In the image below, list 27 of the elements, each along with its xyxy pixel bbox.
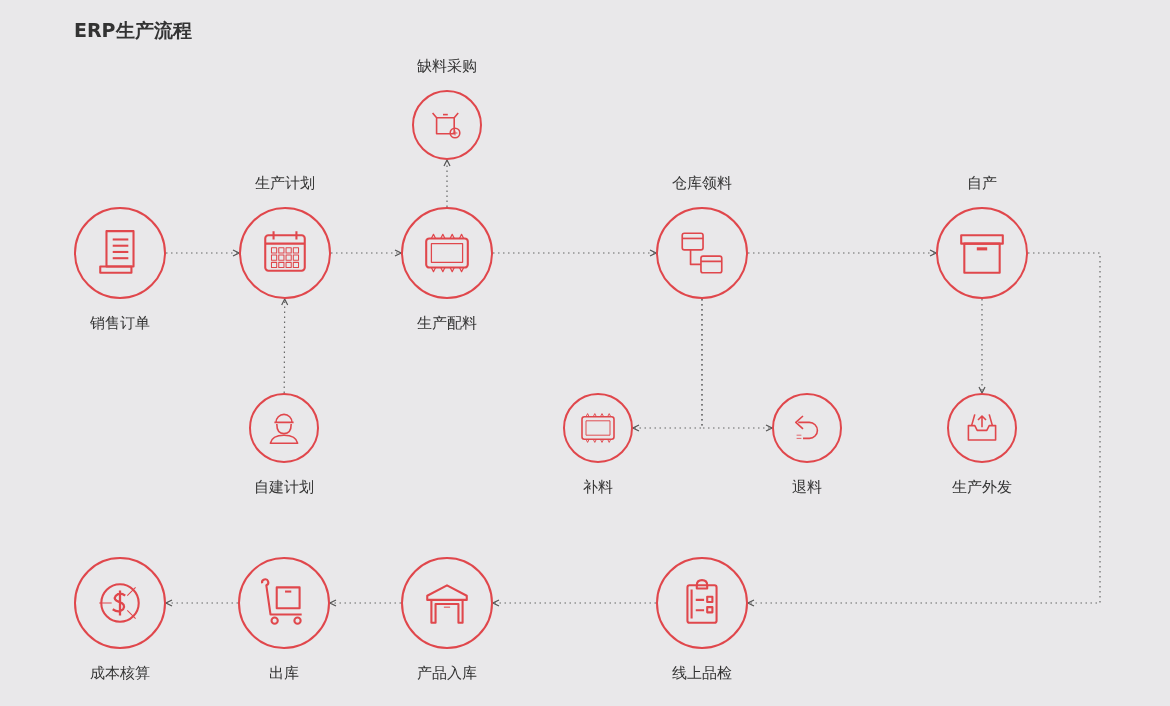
step-label: 自产	[967, 173, 997, 193]
dotted-arrow	[747, 249, 937, 257]
step-label: 生产配料	[417, 313, 477, 333]
dotted-arrow	[330, 249, 402, 257]
step-label: 生产计划	[255, 173, 315, 193]
dotted-arrow	[329, 599, 402, 607]
step-label: 自建计划	[254, 477, 314, 497]
step-label: 出库	[269, 663, 299, 683]
step-label: 补料	[583, 477, 613, 497]
dotted-arrow	[443, 159, 451, 208]
dotted-arrow	[165, 249, 240, 257]
diagram-title: ERP生产流程	[74, 18, 192, 43]
step-label: 成本核算	[90, 663, 150, 683]
step-label: 缺料采购	[417, 56, 477, 76]
dotted-arrow	[281, 298, 289, 394]
step-label: 线上品检	[672, 663, 732, 683]
dotted-arrow	[747, 252, 1101, 607]
step-label: 退料	[792, 477, 822, 497]
step-label: 销售订单	[90, 313, 150, 333]
step-label: 生产外发	[952, 477, 1012, 497]
dotted-arrow	[492, 249, 657, 257]
step-label: 产品入库	[417, 663, 477, 683]
dotted-arrow	[165, 599, 239, 607]
dotted-arrow	[978, 298, 986, 394]
dotted-arrow	[492, 599, 657, 607]
step-label: 仓库领料	[672, 173, 732, 193]
dotted-arrow	[701, 298, 773, 432]
